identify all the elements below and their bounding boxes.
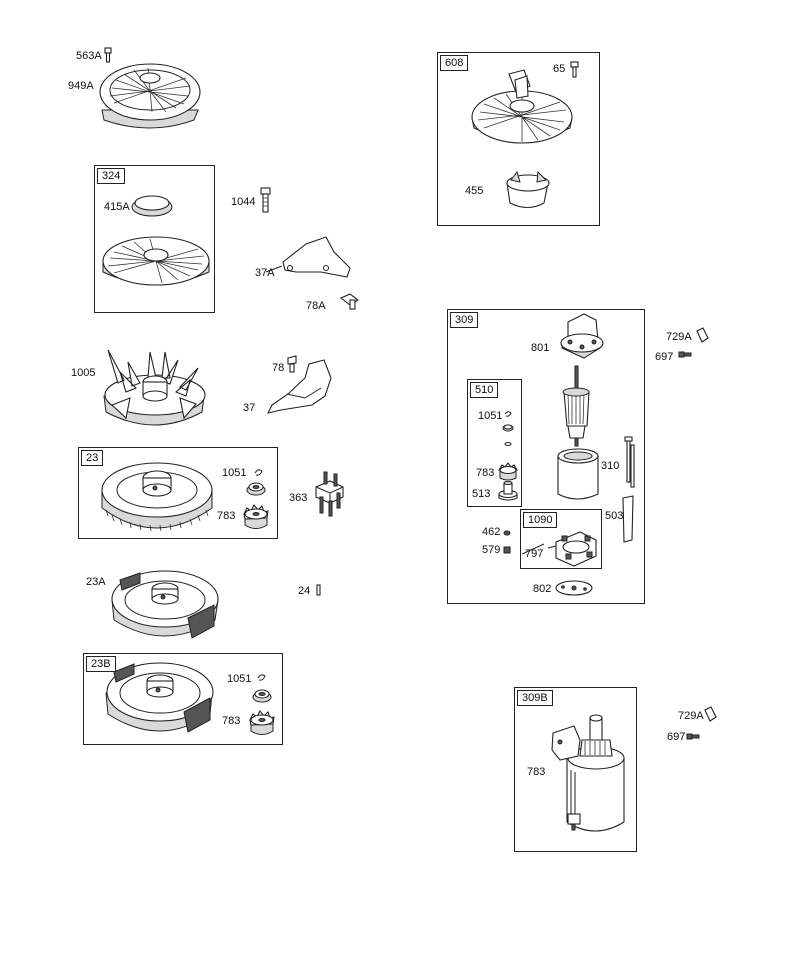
label-783-group-510: 783	[476, 467, 495, 479]
spring-1051-b-icon	[257, 674, 266, 681]
rewind-starter-608-icon	[471, 69, 573, 144]
starter-motor-309b-icon	[551, 714, 625, 832]
part-462-icon	[503, 530, 511, 536]
group-1090-frame: 1090	[520, 509, 602, 569]
label-1051-group-23b: 1051	[227, 673, 252, 685]
bracket-37a-icon	[282, 236, 351, 278]
stud-block-363-icon	[315, 471, 344, 517]
group-608-tag: 608	[440, 55, 469, 71]
label-415a: 415A	[104, 201, 130, 213]
label-1044: 1044	[231, 196, 256, 208]
label-462: 462	[482, 526, 501, 538]
leader-lines	[265, 265, 545, 555]
fan-1005-icon	[103, 349, 206, 426]
label-783-group-309b: 783	[527, 766, 546, 778]
clip-729a-b-icon	[704, 706, 717, 722]
label-1051-group-23: 1051	[222, 467, 247, 479]
group-309-tag: 309	[450, 312, 479, 328]
screw-78-icon	[287, 355, 297, 373]
label-37: 37	[243, 402, 256, 414]
gear-783-c-icon	[498, 462, 518, 481]
spring-1051-c-icon	[504, 411, 512, 417]
flywheel-23b-icon	[105, 662, 214, 733]
label-729a-group-309: 729A	[666, 331, 692, 343]
label-949a: 949A	[68, 80, 94, 92]
label-363: 363	[289, 492, 308, 504]
group-23b-tag: 23B	[86, 656, 116, 672]
label-78: 78	[272, 362, 285, 374]
group-309-frame: 309	[447, 309, 645, 604]
washer-783-b-icon	[252, 689, 272, 703]
label-697-group-309b: 697	[667, 731, 686, 743]
drive-513-icon	[498, 481, 518, 501]
screw-697-b-icon	[686, 733, 700, 740]
screw-697-icon	[678, 351, 692, 358]
label-729a-group-309b: 729A	[678, 710, 704, 722]
clip-729a-icon	[696, 327, 709, 343]
spring-1051-icon	[254, 469, 263, 476]
starter-cup-455-icon	[506, 170, 550, 209]
label-1051-group-510: 1051	[478, 410, 503, 422]
screw-563a-icon	[104, 47, 112, 63]
bolt-1044-icon	[260, 187, 271, 213]
label-797: 797	[525, 548, 544, 560]
label-783-group-23: 783	[217, 510, 236, 522]
motor-housing-310-icon	[557, 448, 599, 500]
armature-icon	[562, 365, 590, 447]
ring-510-icon	[504, 441, 512, 447]
label-24: 24	[298, 585, 311, 597]
brush-assembly-797-icon	[547, 531, 597, 567]
label-801: 801	[531, 342, 550, 354]
label-579: 579	[482, 544, 501, 556]
bolt-78a-icon	[339, 293, 359, 310]
label-802: 802	[533, 583, 552, 595]
label-37a: 37A	[255, 267, 275, 279]
group-510-frame: 510	[467, 379, 522, 507]
label-503: 503	[605, 510, 624, 522]
group-23b-frame: 23B	[83, 653, 283, 745]
end-plate-802-icon	[555, 580, 593, 596]
flywheel-23a-icon	[111, 570, 219, 639]
group-23-frame: 23	[78, 447, 278, 539]
group-510-tag: 510	[470, 382, 499, 398]
group-23-tag: 23	[81, 450, 104, 466]
group-324-tag: 324	[97, 168, 126, 184]
pinion-gear-783-icon	[243, 503, 269, 529]
rotating-screen-324-icon	[102, 236, 210, 286]
group-324-frame: 324	[94, 165, 215, 313]
label-78a: 78A	[306, 300, 326, 312]
label-783-group-23b: 783	[222, 715, 241, 727]
label-310: 310	[601, 460, 620, 472]
part-579-icon	[503, 546, 511, 554]
group-1090-tag: 1090	[523, 512, 558, 528]
label-697-group-309: 697	[655, 351, 674, 363]
blower-housing-949a-icon	[99, 63, 201, 129]
group-309b-frame: 309B	[514, 687, 637, 852]
label-513: 513	[472, 488, 491, 500]
flywheel-23-icon	[101, 462, 213, 532]
group-309b-tag: 309B	[517, 690, 553, 706]
label-23a: 23A	[86, 576, 106, 588]
key-24-icon	[316, 584, 321, 596]
label-563a: 563A	[76, 50, 102, 62]
air-guide-37-icon	[266, 359, 332, 414]
end-cap-801-icon	[560, 313, 604, 359]
label-65: 65	[553, 63, 566, 75]
washer-510-icon	[502, 424, 514, 432]
group-608-frame: 608	[437, 52, 600, 226]
cap-415a-icon	[131, 195, 173, 217]
washer-783-icon	[246, 482, 266, 496]
pinion-gear-783-b-icon	[249, 709, 275, 735]
label-1005: 1005	[71, 367, 96, 379]
screw-65-icon	[570, 61, 579, 78]
label-455: 455	[465, 185, 484, 197]
through-bolts-icon	[624, 436, 635, 488]
strip-503-icon	[622, 495, 634, 543]
